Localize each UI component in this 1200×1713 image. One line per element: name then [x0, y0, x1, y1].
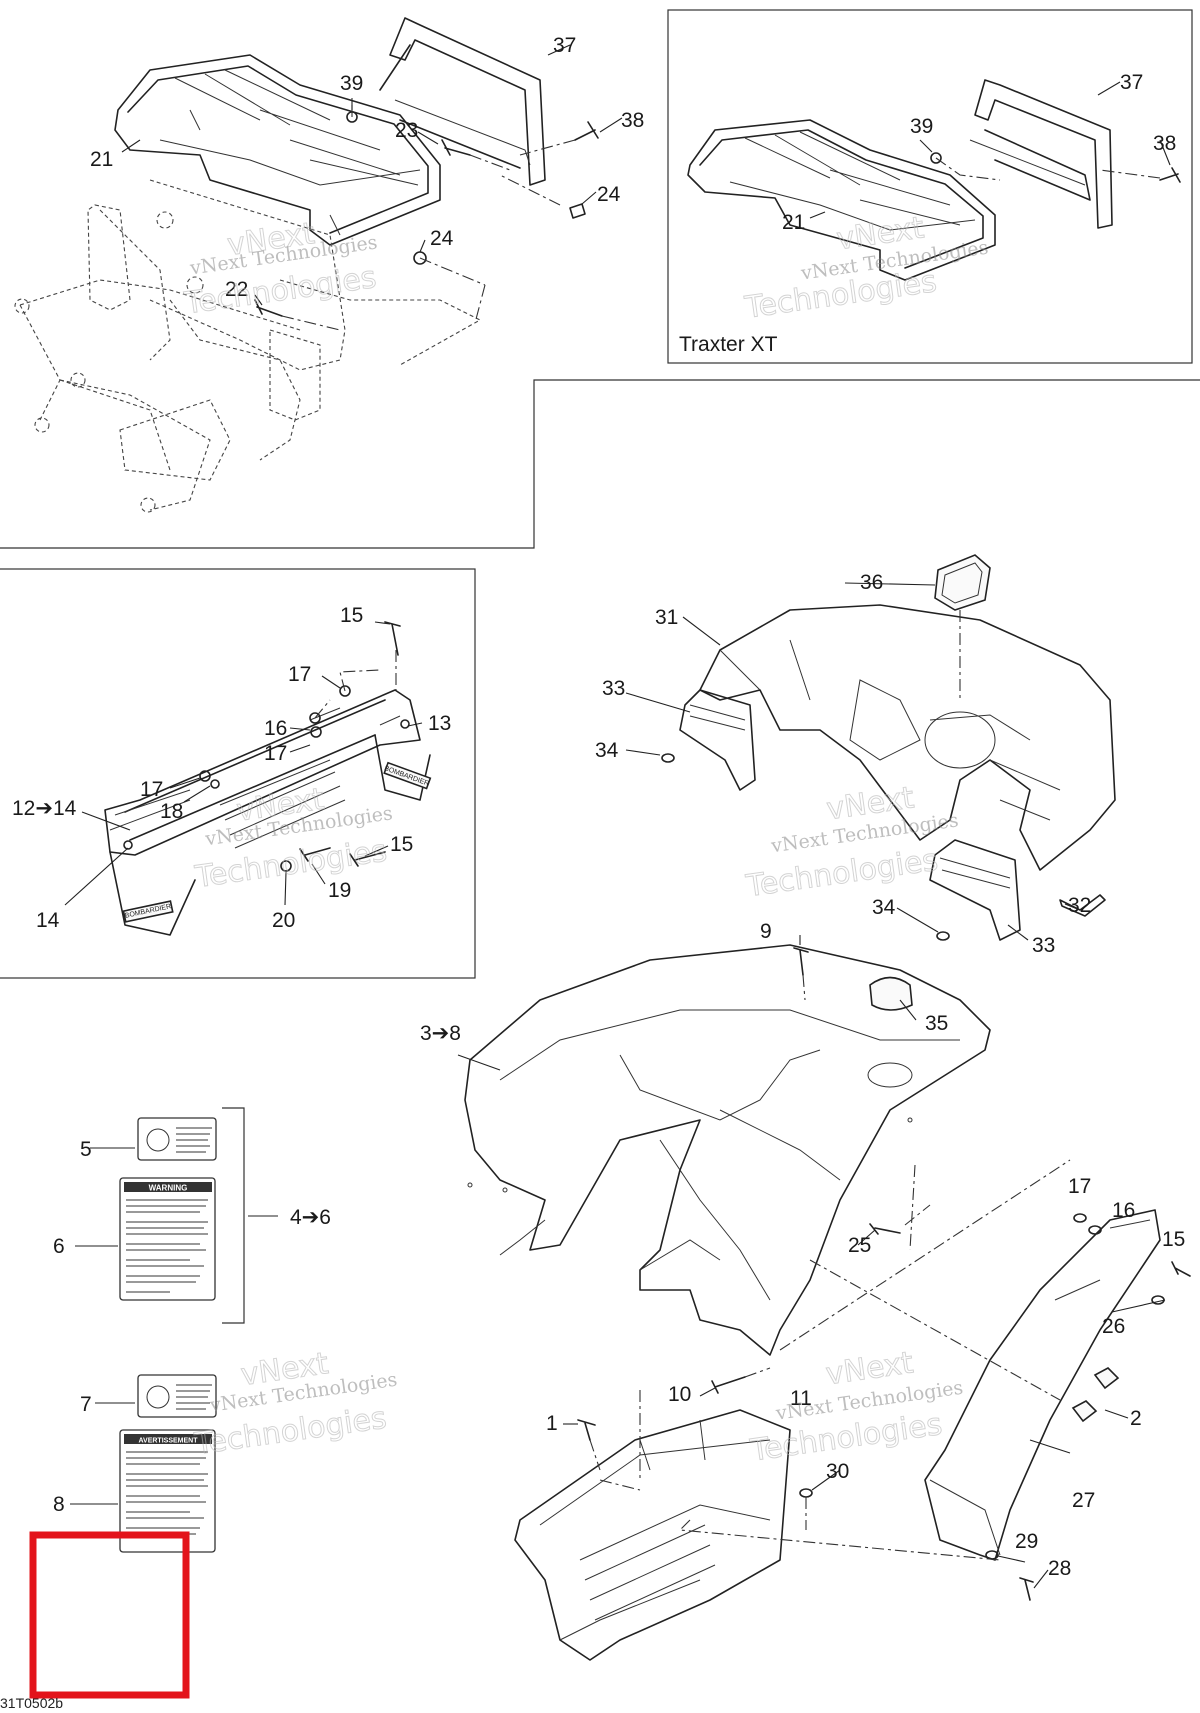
- callout-9: 9: [760, 920, 772, 943]
- callout-28: 28: [1048, 1557, 1071, 1580]
- callout-33-bottom: 33: [1032, 934, 1055, 957]
- highlight-box: [29, 1531, 190, 1699]
- decal-group-bracket: [222, 1107, 245, 1324]
- callout-37: 37: [553, 34, 576, 57]
- figure-code: 31T0502b: [0, 1695, 63, 1711]
- callout-5: 5: [80, 1138, 92, 1161]
- callout-24: 24: [597, 183, 621, 206]
- callout-17-mid: 17: [264, 742, 287, 765]
- front-bumper-inset-frame: [0, 568, 476, 979]
- callout-26: 26: [1102, 1315, 1125, 1338]
- decal-8-title: AVERTISSEMENT: [139, 1438, 199, 1445]
- callout-16-right: 16: [1112, 1199, 1135, 1222]
- callout-21: 21: [90, 148, 113, 171]
- callout-8: 8: [53, 1493, 65, 1516]
- callout-29: 29: [1015, 1530, 1038, 1553]
- callout-3-8: 3➔8: [420, 1022, 461, 1045]
- traxter-xt-rack-assembly: [687, 79, 1181, 281]
- callout-39-xt: 39: [910, 115, 933, 138]
- callout-32: 32: [1068, 894, 1091, 917]
- decal-5[interactable]: [137, 1117, 217, 1161]
- callout-13: 13: [428, 712, 451, 735]
- callout-30: 30: [826, 1460, 849, 1483]
- callout-27: 27: [1072, 1489, 1095, 1512]
- rear-rack-assembly: [14, 17, 599, 513]
- callout-25: 25: [848, 1234, 871, 1257]
- mud-flap-27: [599, 1159, 1191, 1601]
- callout-39: 39: [340, 72, 363, 95]
- front-bumper-assembly: [104, 621, 432, 936]
- upper-left-section-border: [0, 379, 1200, 549]
- cargo-box-cover-31: [661, 554, 1116, 941]
- callout-17-right: 17: [1068, 1175, 1091, 1198]
- callout-34-bottom: 34: [872, 896, 896, 919]
- callout-2: 2: [1130, 1407, 1142, 1430]
- traxter-xt-label: Traxter XT: [679, 333, 778, 356]
- callout-18: 18: [160, 800, 183, 823]
- leader-lines: [64, 44, 1171, 1589]
- decal-6[interactable]: WARNING: [119, 1177, 216, 1301]
- callout-11: 11: [790, 1387, 812, 1410]
- callout-6: 6: [53, 1235, 65, 1258]
- callout-4-6: 4➔6: [290, 1206, 331, 1229]
- callout-22: 22: [225, 278, 248, 301]
- callout-35: 35: [925, 1012, 948, 1035]
- callout-24-lower: 24: [430, 227, 454, 250]
- callout-7: 7: [80, 1393, 92, 1416]
- callout-23: 23: [395, 119, 418, 142]
- callout-38: 38: [621, 109, 644, 132]
- callout-15-fender: 15: [1162, 1228, 1185, 1251]
- decal-8[interactable]: AVERTISSEMENT: [119, 1429, 216, 1553]
- callout-36: 36: [860, 571, 883, 594]
- callout-16-bumper: 16: [264, 717, 287, 740]
- callout-21-xt: 21: [782, 211, 805, 234]
- callout-1: 1: [546, 1412, 558, 1435]
- decal-7[interactable]: [137, 1374, 217, 1418]
- callout-20: 20: [272, 909, 295, 932]
- callout-37-xt: 37: [1120, 71, 1143, 94]
- callout-19: 19: [328, 879, 351, 902]
- watermarks: vNext vNext Technologies Technologies vN…: [181, 210, 989, 1469]
- callout-34-top: 34: [595, 739, 619, 762]
- callout-12-14: 12➔14: [12, 797, 77, 820]
- callout-33-top: 33: [602, 677, 625, 700]
- callout-31: 31: [655, 606, 678, 629]
- callout-15-bumper: 15: [340, 604, 363, 627]
- callout-10: 10: [668, 1383, 691, 1406]
- callout-17-top: 17: [288, 663, 311, 686]
- callout-14: 14: [36, 909, 60, 932]
- callout-17-left: 17: [140, 778, 163, 801]
- rear-fender-3-8: [464, 944, 991, 1394]
- decal-6-title: WARNING: [149, 1184, 188, 1193]
- callout-38-xt: 38: [1153, 132, 1176, 155]
- callout-labels: 21 39 23 37 38 24 24 22 37 38 39 21 Trax…: [12, 34, 1185, 1580]
- callout-15-right: 15: [390, 833, 413, 856]
- traxter-xt-inset-frame: [667, 9, 1193, 364]
